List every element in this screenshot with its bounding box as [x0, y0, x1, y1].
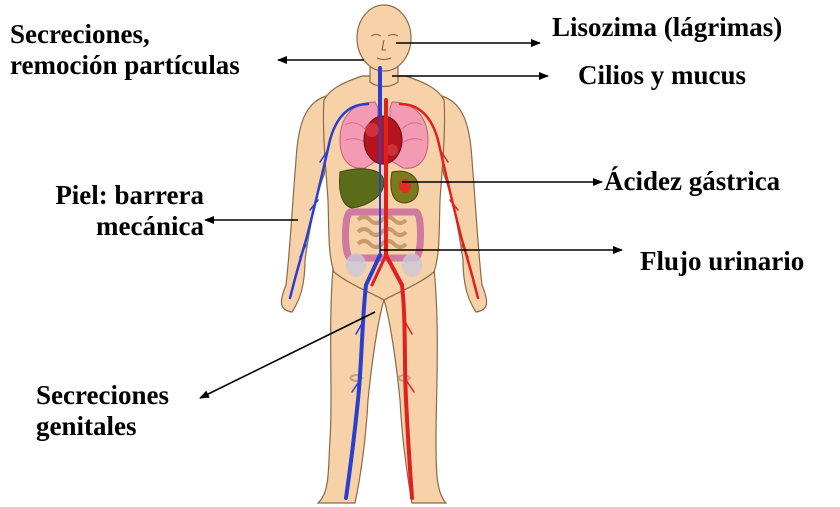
label-secretions: Secreciones, remoción partículas — [10, 19, 240, 81]
heart — [364, 116, 402, 164]
right-arm — [438, 95, 487, 312]
label-gastric: Ácidez gástrica — [604, 166, 780, 197]
left-arm — [281, 95, 330, 312]
label-lysozyme: Lisozima (lágrimas) — [552, 12, 782, 43]
label-genital: Secreciones genitales — [36, 380, 169, 442]
label-genital-line2: genitales — [36, 411, 169, 442]
label-genital-line1: Secreciones — [36, 380, 169, 411]
label-cilia: Cilios y mucus — [578, 60, 746, 91]
label-skin: Piel: barrera mecánica — [22, 180, 204, 242]
label-secretions-line1: Secreciones, — [10, 19, 240, 50]
right-leg — [384, 268, 446, 503]
label-urinary: Flujo urinario — [640, 246, 804, 277]
label-secretions-line2: remoción partículas — [10, 50, 240, 81]
label-skin-line2: mecánica — [22, 211, 204, 242]
head — [357, 5, 411, 71]
label-skin-line1: Piel: barrera — [22, 180, 204, 211]
